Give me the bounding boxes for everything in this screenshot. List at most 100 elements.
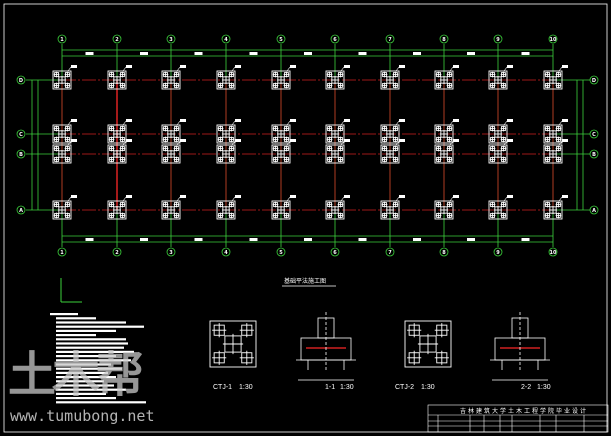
axis-bubble <box>589 75 599 85</box>
footing-tag <box>180 139 186 142</box>
footing-outline <box>161 200 181 220</box>
note-line <box>56 380 104 383</box>
footing <box>271 70 291 90</box>
footing <box>216 124 236 144</box>
leader <box>231 140 236 146</box>
dimension-text <box>467 238 475 241</box>
detail-scale-ctj1: 1:30 <box>239 384 253 391</box>
footing-tag <box>344 65 350 68</box>
footing <box>325 70 345 90</box>
footing-tag <box>71 195 77 198</box>
axis-label-2: 2 <box>115 37 119 43</box>
axis-bubble <box>16 205 26 215</box>
axis-label-A: A <box>592 208 596 214</box>
axis-bubble <box>548 247 558 257</box>
dimension-text <box>413 238 421 241</box>
title-block <box>427 404 609 433</box>
footing <box>107 200 127 220</box>
footing-outline <box>325 124 345 144</box>
footing-outline <box>52 70 72 90</box>
footing <box>543 70 563 90</box>
axis-label-4: 4 <box>224 37 228 43</box>
footing-tag <box>71 139 77 142</box>
note-line <box>56 392 106 395</box>
footing-outline <box>107 200 127 220</box>
footing-tag <box>399 119 405 122</box>
note-line <box>56 334 96 337</box>
note-line <box>56 342 128 345</box>
dimension-text <box>304 238 312 241</box>
footing-outline <box>488 70 508 90</box>
leader <box>122 196 127 202</box>
detail-label-ctj2: CTJ-2 <box>395 384 414 391</box>
footing-outline <box>52 144 72 164</box>
leader <box>558 120 563 126</box>
footing-tag <box>126 195 132 198</box>
leader <box>395 66 400 72</box>
axis-bubble <box>385 247 395 257</box>
footing-tag <box>507 65 513 68</box>
axis-bubble <box>166 34 176 44</box>
footing-outline <box>543 124 563 144</box>
leader <box>449 140 454 146</box>
leader <box>503 196 508 202</box>
leader <box>231 196 236 202</box>
footing-tag <box>126 65 132 68</box>
footing <box>216 144 236 164</box>
footing-tag <box>453 65 459 68</box>
footing-outline <box>543 70 563 90</box>
axis-label-2: 2 <box>115 250 119 256</box>
ucs-icon <box>60 278 82 303</box>
footing-outline <box>325 144 345 164</box>
footing-tag <box>126 139 132 142</box>
footing-tag <box>235 139 241 142</box>
footing <box>52 144 72 164</box>
axis-bubble <box>16 149 26 159</box>
axis-bubble <box>112 34 122 44</box>
footing <box>52 200 72 220</box>
footing <box>209 320 257 368</box>
footing-tag <box>71 65 77 68</box>
footing <box>216 200 236 220</box>
footing <box>161 70 181 90</box>
dimension-text <box>140 238 148 241</box>
drawing-frame <box>3 3 608 433</box>
footing-outline <box>216 70 236 90</box>
footing-outline <box>107 144 127 164</box>
axis-bubble <box>16 129 26 139</box>
note-line <box>56 329 116 332</box>
axis-bubble <box>112 247 122 257</box>
leader <box>558 196 563 202</box>
dimension-text <box>85 238 94 241</box>
leader <box>340 196 345 202</box>
axis-label-A: A <box>19 208 23 214</box>
leader <box>286 196 291 202</box>
detail-scale-2-2: 1:30 <box>537 384 551 391</box>
footing <box>107 70 127 90</box>
leader <box>286 140 291 146</box>
footing-outline <box>380 200 400 220</box>
footing-outline <box>161 70 181 90</box>
footing-tag <box>562 119 568 122</box>
leader <box>176 196 181 202</box>
footing-outline <box>209 320 257 368</box>
dimension-text <box>140 52 148 55</box>
footing-outline <box>434 200 454 220</box>
footing-tag <box>399 139 405 142</box>
axis-bubble <box>589 129 599 139</box>
note-line <box>56 317 96 320</box>
dimension-text <box>358 52 367 55</box>
footing-tag <box>507 119 513 122</box>
axis-label-8: 8 <box>442 250 446 256</box>
axis-label-5: 5 <box>279 37 283 43</box>
dimension-text <box>194 52 203 55</box>
footing-tag <box>399 65 405 68</box>
note-line <box>56 384 114 387</box>
footing-tag <box>453 139 459 142</box>
footing-tag <box>290 195 296 198</box>
axis-bubble <box>589 205 599 215</box>
axis-bubble <box>493 34 503 44</box>
note-line <box>56 371 108 374</box>
footing <box>271 200 291 220</box>
